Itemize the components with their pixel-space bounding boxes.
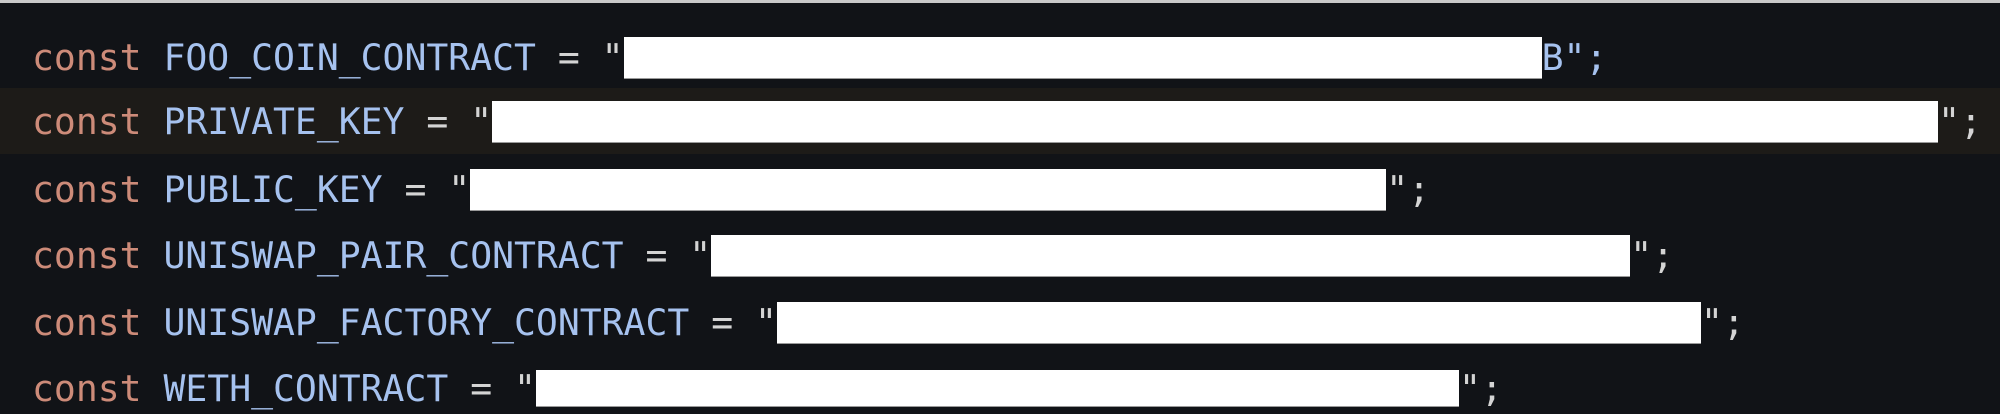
constant-name: FOO_COIN_CONTRACT <box>163 36 536 79</box>
string-suffix: "; <box>1386 168 1431 211</box>
constant-name: PUBLIC_KEY <box>163 168 383 211</box>
code-line-foo-coin-contract[interactable]: const FOO_COIN_CONTRACT = " B"; <box>32 33 1607 83</box>
string-open-quote: " <box>514 367 536 410</box>
string-open-quote: " <box>755 301 777 344</box>
keyword: const <box>32 234 142 277</box>
code-line-weth-contract[interactable]: const WETH_CONTRACT = " "; <box>32 364 1503 414</box>
string-suffix: "; <box>1458 367 1503 410</box>
string-open-quote: " <box>448 168 471 211</box>
string-suffix: "; <box>1700 301 1745 344</box>
redaction-box <box>623 36 1542 79</box>
redaction-box <box>492 100 1939 143</box>
code-line-uniswap-pair-contract[interactable]: const UNISWAP_PAIR_CONTRACT = " "; <box>32 231 1674 281</box>
operator: = <box>448 367 515 410</box>
string-suffix: "; <box>1938 100 1982 143</box>
constant-name: UNISWAP_PAIR_CONTRACT <box>163 234 624 277</box>
constant-name: PRIVATE_KEY <box>163 100 405 143</box>
operator: = <box>623 234 690 277</box>
string-open-quote: " <box>470 100 493 143</box>
redaction-box <box>535 370 1459 407</box>
redaction-box <box>776 301 1701 344</box>
operator: = <box>404 100 471 143</box>
string-open-quote: " <box>601 36 624 79</box>
constant-name: UNISWAP_FACTORY_CONTRACT <box>163 301 690 344</box>
code-line-uniswap-factory-contract[interactable]: const UNISWAP_FACTORY_CONTRACT = " "; <box>32 298 1745 348</box>
keyword: const <box>32 168 142 211</box>
keyword: const <box>32 367 142 410</box>
keyword: const <box>32 301 142 344</box>
redaction-box <box>711 234 1631 277</box>
constant-name: WETH_CONTRACT <box>163 367 449 410</box>
keyword: const <box>32 36 142 79</box>
redaction-box <box>470 168 1387 211</box>
code-line-private-key[interactable]: const PRIVATE_KEY = " "; <box>32 97 1982 147</box>
string-suffix: "; <box>1630 234 1675 277</box>
operator: = <box>689 301 756 344</box>
keyword: const <box>32 100 142 143</box>
string-suffix: B"; <box>1541 36 1608 79</box>
operator: = <box>382 168 449 211</box>
operator: = <box>535 36 602 79</box>
string-open-quote: " <box>689 234 712 277</box>
window-top-border <box>0 0 2000 3</box>
code-line-public-key[interactable]: const PUBLIC_KEY = " "; <box>32 165 1430 215</box>
